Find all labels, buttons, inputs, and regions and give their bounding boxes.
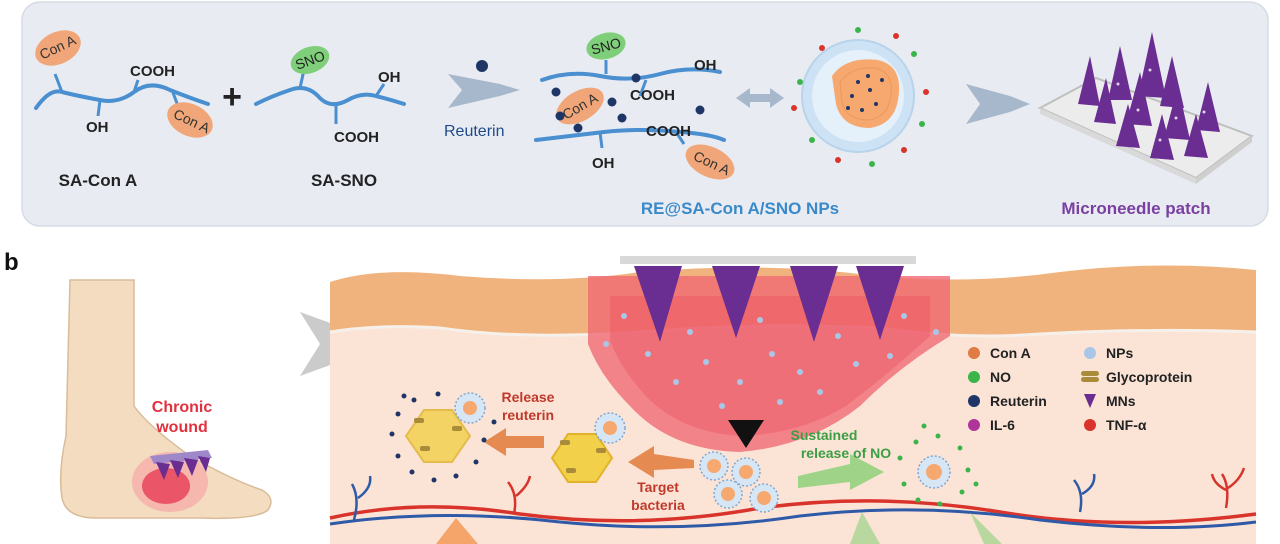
bacterium-killed xyxy=(389,391,497,483)
release-reuterin-label-line2: reuterin xyxy=(502,407,554,423)
legend-nps-label: NPs xyxy=(1106,345,1133,361)
legend-reuterin-icon xyxy=(968,395,980,407)
sustained-no-label-line1: Sustained xyxy=(791,427,858,443)
microneedle-patch xyxy=(1037,32,1255,184)
legend-il-6-icon xyxy=(968,419,980,431)
sno-tag-2-label: SNO xyxy=(589,34,623,57)
legend-no-label: NO xyxy=(990,369,1011,385)
mn-backing xyxy=(620,256,916,264)
oh-label-4: OH xyxy=(592,155,615,172)
legend-glycoprotein-label: Glycoprotein xyxy=(1106,369,1192,385)
legend-mns-label: MNs xyxy=(1106,393,1136,409)
nanoparticle-illustration xyxy=(791,27,929,167)
reuterin-dots-in-chain xyxy=(551,73,705,133)
skin-cross-section xyxy=(329,265,1257,544)
con-a-tag-1 xyxy=(35,30,81,66)
equilibrium-arrow xyxy=(736,88,784,108)
target-bacteria-label-line1: Target xyxy=(637,479,679,495)
arrow-to-patch xyxy=(966,84,1030,124)
oh-label-1: OH xyxy=(86,119,109,136)
panel-a-background xyxy=(21,1,1269,227)
sa-sno-molecule: SNO OH COOH xyxy=(254,45,406,146)
release-arrow-down xyxy=(728,420,764,448)
reuterin-dot xyxy=(476,60,488,72)
bacterium-with-nps xyxy=(550,412,626,483)
sa-sno-title: SA-SNO xyxy=(311,171,377,190)
legend-nps-icon xyxy=(1084,347,1096,359)
panel-a: Con A Con A COOH OH SA-Con A + SNO OH CO… xyxy=(21,1,1269,227)
cooh-label-3: COOH xyxy=(630,87,675,104)
legend-con-a-icon xyxy=(968,347,980,359)
wound-nps xyxy=(603,313,939,409)
legend-il-6-label: IL-6 xyxy=(990,417,1015,433)
con-a-tag-4 xyxy=(685,144,735,180)
mn-patch-title: Microneedle patch xyxy=(1061,199,1210,218)
cooh-label-2: COOH xyxy=(334,129,379,146)
reuterin-label: Reuterin xyxy=(444,123,504,140)
nps-title: RE@SA-Con A/SNO NPs xyxy=(641,199,839,218)
legend-tnf--label: TNF-α xyxy=(1106,417,1147,433)
sustained-no-arrow xyxy=(798,454,884,490)
oh-label-2: OH xyxy=(378,69,401,86)
panel-b: b Chronic wound xyxy=(4,249,1257,544)
target-bacteria-arrow xyxy=(628,446,694,478)
release-reuterin-arrow xyxy=(484,428,544,456)
con-a-tag-3 xyxy=(556,87,604,125)
combined-molecule: SNO Con A Con A OH COOH COOH OH xyxy=(534,32,735,180)
sno-tag-2 xyxy=(586,32,626,60)
con-a-tag-2 xyxy=(167,102,213,138)
sustained-no-label-line2: release of NO xyxy=(801,445,891,461)
oh-label-3: OH xyxy=(694,57,717,74)
release-reuterin-label-line1: Release xyxy=(502,389,555,405)
sa-con-a-title: SA-Con A xyxy=(59,171,138,190)
sno-tag-1 xyxy=(290,45,330,75)
legend-con-a-label: Con A xyxy=(990,345,1031,361)
chronic-wound-label-line1: Chronic xyxy=(152,399,213,416)
microneedles xyxy=(634,266,904,342)
np-releasing-no xyxy=(897,423,979,507)
legend-no-icon xyxy=(968,371,980,383)
legend-mns-icon xyxy=(1084,394,1096,408)
chronic-wound-label-line2: wound xyxy=(155,419,208,436)
legend-glycoprotein-icon xyxy=(1081,371,1099,382)
legend-tnf--icon xyxy=(1084,419,1096,431)
reuterin-arrow: Reuterin xyxy=(444,60,520,140)
plus-sign: + xyxy=(222,78,242,116)
np-cluster xyxy=(699,451,779,513)
cooh-label-1: COOH xyxy=(130,63,175,80)
target-bacteria-label-line2: bacteria xyxy=(631,497,685,513)
foot-illustration xyxy=(59,279,272,520)
cooh-label-4: COOH xyxy=(646,123,691,140)
legend-reuterin-label: Reuterin xyxy=(990,393,1047,409)
panel-b-letter: b xyxy=(4,249,19,276)
